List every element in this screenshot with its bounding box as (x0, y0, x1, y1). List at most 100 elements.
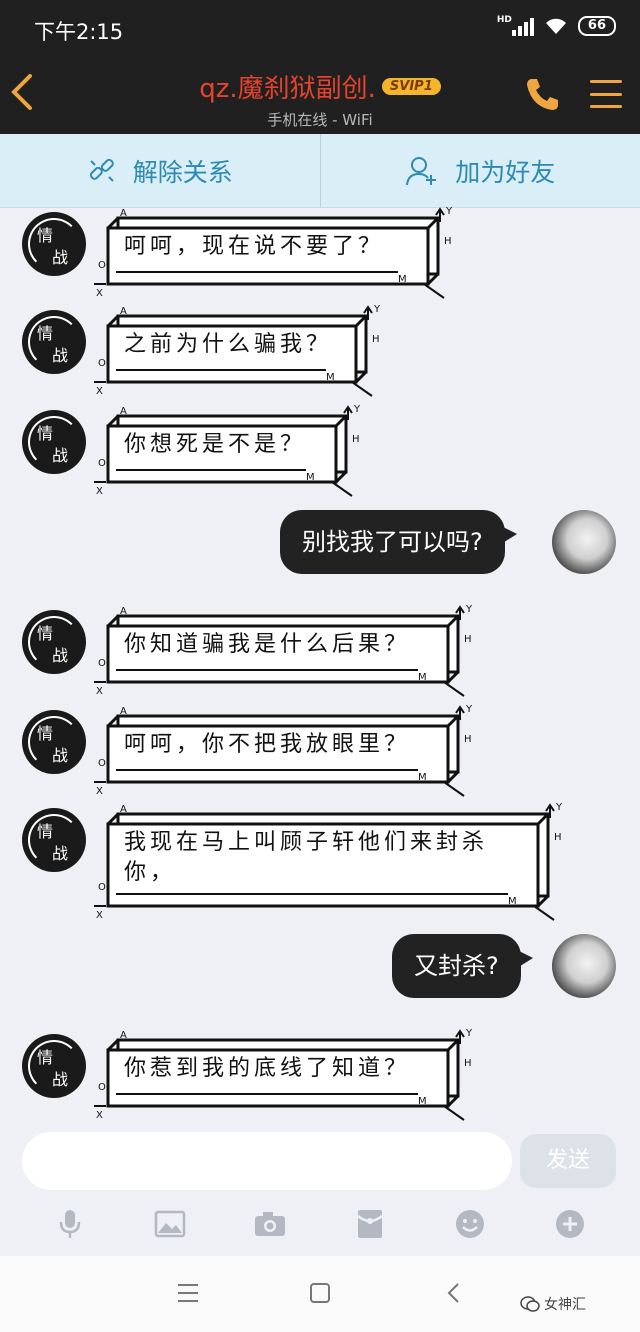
my-avatar[interactable] (552, 934, 616, 998)
add-friend-button[interactable]: 加为好友 (321, 134, 640, 207)
input-bar: 发送 (0, 1128, 640, 1256)
avatar-char: 战 (52, 1070, 69, 1089)
relationship-actions: 解除关系 加为好友 (0, 134, 640, 208)
axis-label: X (96, 386, 103, 397)
message-text: 你想死是不是？ (124, 432, 307, 457)
recent-apps-icon[interactable] (176, 1282, 200, 1304)
camera-icon[interactable] (253, 1207, 287, 1241)
message-text: 呵呵，现在说不要了？ (124, 234, 385, 259)
emoji-icon[interactable] (453, 1207, 487, 1241)
axis-label: Y (555, 802, 563, 813)
avatar-char: 情 (37, 424, 54, 443)
contact-avatar[interactable]: 情战 (22, 1034, 86, 1098)
axis-label: O (98, 1082, 106, 1093)
hamburger-menu-icon[interactable] (590, 80, 622, 108)
contact-avatar[interactable]: 情战 (22, 710, 86, 774)
watermark: 女神汇 (520, 1294, 586, 1314)
title-bar: 下午2:15 HD 66 qz.魔刹狱副创. SVIP1 手机在线 - WiFi (0, 0, 640, 134)
system-nav-bar: 女神汇 (0, 1256, 640, 1332)
avatar-char: 情 (37, 624, 54, 643)
message-bubble-sent[interactable]: 别找我了可以吗? (280, 510, 517, 574)
contact-avatar[interactable]: 情战 (22, 410, 86, 474)
contact-avatar[interactable]: 情战 (22, 808, 86, 872)
avatar-char: 情 (37, 1048, 54, 1067)
avatar-char: 战 (52, 248, 69, 267)
input-toolbar (0, 1204, 640, 1244)
wifi-icon (545, 18, 566, 34)
axis-label: A (120, 804, 127, 815)
message-row: 别找我了可以吗? (0, 510, 640, 594)
unlink-label: 解除关系 (132, 157, 233, 187)
network-type: HD (496, 15, 512, 25)
avatar-char: 战 (52, 844, 69, 863)
contact-avatar[interactable]: 情战 (22, 310, 86, 374)
chat-title-area[interactable]: qz.魔刹狱副创. SVIP1 手机在线 - WiFi (0, 68, 640, 130)
send-button[interactable]: 发送 (520, 1134, 616, 1188)
status-icons: HD 66 (496, 15, 616, 36)
axis-label: M (418, 1096, 427, 1107)
phone-icon[interactable] (522, 74, 562, 114)
axis-label: M (418, 672, 427, 683)
axis-label: A (120, 706, 127, 717)
axis-label: O (98, 758, 106, 769)
chevron-left-icon[interactable] (6, 72, 38, 112)
add-friend-icon (406, 156, 437, 185)
axis-label: O (98, 658, 106, 669)
avatar-char: 情 (37, 324, 54, 343)
axis-label: Y (465, 604, 473, 615)
home-icon[interactable] (308, 1282, 332, 1304)
axis-label: H (372, 334, 380, 345)
message-input[interactable] (22, 1132, 512, 1190)
status-time: 下午2:15 (34, 20, 124, 44)
contact-avatar[interactable]: 情战 (22, 212, 86, 276)
axis-label: H (464, 734, 472, 745)
axis-label: O (98, 260, 106, 271)
red-packet-icon[interactable] (353, 1207, 387, 1241)
axis-label: H (464, 1058, 472, 1069)
svip-badge: SVIP1 (381, 78, 441, 95)
axis-label: Y (465, 704, 473, 715)
axis-label: O (98, 458, 106, 469)
axis-label: Y (373, 304, 381, 315)
axis-label: X (96, 686, 103, 697)
message-row: 又封杀? (0, 934, 640, 1018)
add-friend-label: 加为好友 (455, 157, 556, 187)
chat-title: qz.魔刹狱副创. (199, 74, 376, 104)
avatar-char: 情 (37, 226, 54, 245)
my-avatar[interactable] (552, 510, 616, 574)
microphone-icon[interactable] (53, 1207, 87, 1241)
axis-label: Y (465, 1028, 473, 1039)
message-bubble-sent[interactable]: 又封杀? (392, 934, 533, 998)
watermark-text: 女神汇 (544, 1297, 586, 1313)
plus-icon[interactable] (553, 1207, 587, 1241)
back-nav-icon[interactable] (444, 1282, 464, 1304)
axis-label: A (120, 306, 127, 317)
unlink-button[interactable]: 解除关系 (0, 134, 321, 207)
axis-label: A (120, 1030, 127, 1041)
axis-label: O (98, 358, 106, 369)
contact-avatar[interactable]: 情战 (22, 610, 86, 674)
image-icon[interactable] (153, 1207, 187, 1241)
axis-label: H (464, 634, 472, 645)
message-text: 之前为什么骗我？ (124, 332, 333, 357)
axis-label: X (96, 486, 103, 497)
avatar-char: 情 (37, 724, 54, 743)
axis-label: Y (353, 404, 361, 415)
axis-label: H (444, 236, 452, 247)
